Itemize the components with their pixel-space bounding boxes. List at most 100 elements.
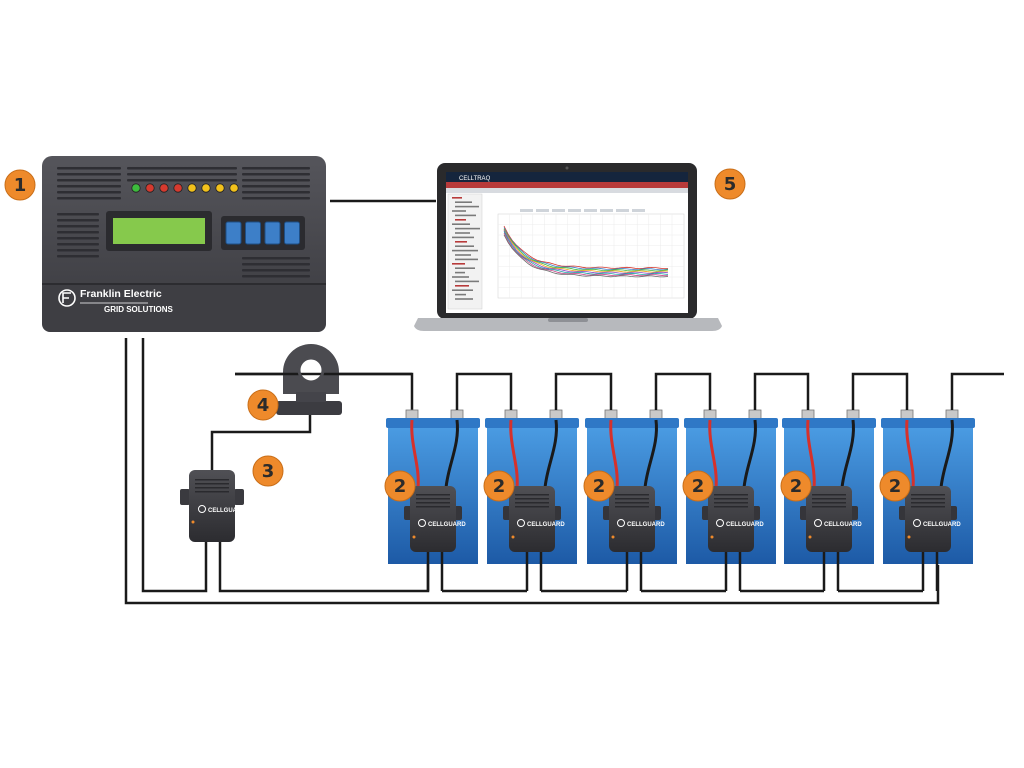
tree-node[interactable] xyxy=(455,258,478,261)
tree-node[interactable] xyxy=(452,289,473,291)
laptop-app-menubar xyxy=(446,182,688,188)
callout-badges: 1 5 4 3 xyxy=(4,168,746,487)
badge-number: 2 xyxy=(394,476,407,497)
vent-slot xyxy=(57,167,121,170)
toolbar-chip[interactable] xyxy=(568,209,581,212)
tree-node[interactable] xyxy=(455,201,472,203)
yellow-led xyxy=(201,183,211,193)
module-label: CELLGUARD xyxy=(527,522,565,528)
tree-node[interactable] xyxy=(452,210,466,212)
laptop-app-tree xyxy=(452,197,645,300)
controller-status-leds xyxy=(131,183,239,193)
vent-slot xyxy=(57,237,99,240)
vent-slot xyxy=(242,173,310,176)
sensor-base xyxy=(276,401,342,415)
module-label: CELLGUARD xyxy=(627,522,665,528)
toolbar-chip[interactable] xyxy=(552,209,565,212)
badge-current-sensor: 4 xyxy=(247,389,279,421)
franklin-electric-logo: Franklin Electric GRID SOLUTIONS xyxy=(58,288,174,314)
tree-node[interactable] xyxy=(452,249,478,252)
plot-series-line xyxy=(503,228,669,272)
sensor-ring xyxy=(297,356,325,384)
module-label: CELLGUARD xyxy=(824,522,862,528)
controller-key[interactable] xyxy=(245,221,261,245)
vent-slot xyxy=(57,249,99,252)
battery-lid xyxy=(485,418,579,428)
yellow-led xyxy=(229,183,239,193)
negative-lead xyxy=(939,419,954,489)
tree-node[interactable] xyxy=(455,245,474,247)
badge-circle xyxy=(714,168,746,200)
badge-number: 2 xyxy=(692,476,705,497)
controller-vents xyxy=(57,167,310,278)
toolbar-chip[interactable] xyxy=(616,209,629,212)
tree-node[interactable] xyxy=(455,219,466,221)
tree-node[interactable] xyxy=(455,293,466,296)
current-sensor xyxy=(276,344,342,415)
tree-node[interactable] xyxy=(455,267,475,269)
laptop-base xyxy=(414,318,722,331)
toolbar-chip[interactable] xyxy=(632,209,645,212)
vent-slot xyxy=(57,243,99,246)
tree-node[interactable] xyxy=(452,236,474,239)
toolbar-chip[interactable] xyxy=(600,209,613,212)
tree-node[interactable] xyxy=(455,298,473,300)
tree-node[interactable] xyxy=(455,205,479,208)
sensor-wire xyxy=(210,415,312,470)
tree-node[interactable] xyxy=(455,227,480,230)
badge-number: 2 xyxy=(889,476,902,497)
module-label: CELLGUARD xyxy=(923,522,961,528)
current-module-label: CELLGUARD xyxy=(208,508,246,514)
tree-node[interactable] xyxy=(455,214,476,217)
green-led xyxy=(131,183,141,193)
laptop-app-tabbar xyxy=(446,188,688,193)
vent-slot xyxy=(242,263,310,266)
vent-slot xyxy=(242,197,310,200)
controller-key[interactable] xyxy=(284,221,300,245)
negative-lead xyxy=(840,419,855,489)
tree-node[interactable] xyxy=(455,254,471,256)
laptop-camera xyxy=(565,166,569,170)
cellguard-module xyxy=(806,486,852,552)
controller-key[interactable] xyxy=(264,221,281,245)
tree-node[interactable] xyxy=(452,276,469,278)
vent-slot xyxy=(127,173,237,176)
plot-series-line xyxy=(503,230,669,274)
tree-node[interactable] xyxy=(452,197,462,199)
tree-node[interactable] xyxy=(455,271,465,274)
negative-lead xyxy=(643,419,658,489)
tree-node[interactable] xyxy=(455,232,470,234)
toolbar-chip[interactable] xyxy=(536,209,549,212)
cellguard-module xyxy=(905,486,951,552)
battery-lid xyxy=(386,418,480,428)
badge-circle xyxy=(583,470,615,502)
series-jumper xyxy=(851,372,909,410)
tree-node[interactable] xyxy=(452,263,465,265)
tree-node[interactable] xyxy=(455,241,467,243)
controller-brand-subtitle: GRID SOLUTIONS xyxy=(104,305,174,314)
badge-module: 2 xyxy=(384,470,416,502)
current-module-ribs xyxy=(195,479,229,493)
badge-number: 5 xyxy=(724,174,737,195)
vent-slot xyxy=(127,179,237,182)
badge-controller: 1 xyxy=(4,169,36,201)
vent-slot xyxy=(57,185,121,188)
controller-key[interactable] xyxy=(225,221,242,245)
badge-laptop: 5 xyxy=(714,168,746,200)
toolbar-chip[interactable] xyxy=(584,209,597,212)
controller-lcd xyxy=(113,218,205,244)
badge-circle xyxy=(384,470,416,502)
tree-node[interactable] xyxy=(452,223,470,225)
badge-circle xyxy=(252,455,284,487)
battery-unit: CELLGUARD 2 xyxy=(879,409,975,591)
negative-lead xyxy=(742,419,757,489)
badge-number: 4 xyxy=(257,395,270,416)
tree-node[interactable] xyxy=(455,285,469,287)
tree-node[interactable] xyxy=(455,280,479,283)
battery-lid xyxy=(684,418,778,428)
badge-circle xyxy=(780,470,812,502)
toolbar-chip[interactable] xyxy=(520,209,533,212)
vent-slot xyxy=(57,197,121,200)
